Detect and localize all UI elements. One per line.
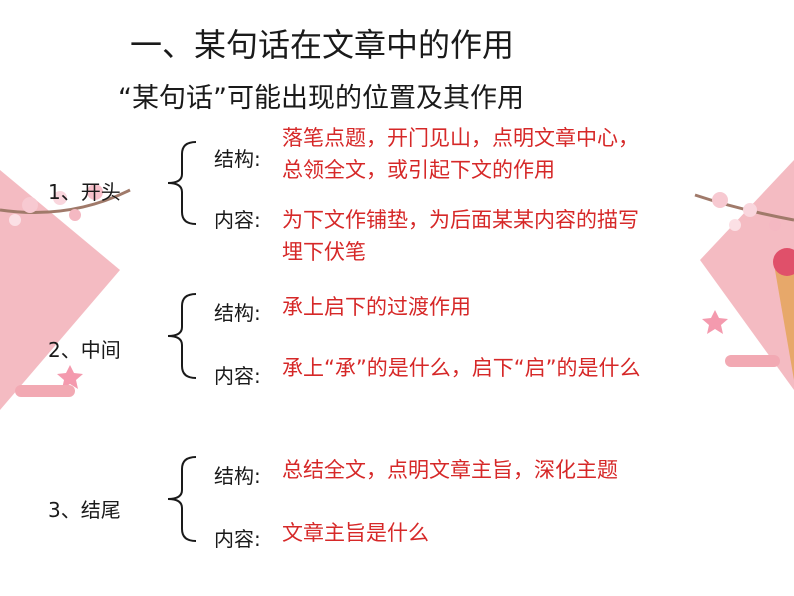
page-subtitle: “某句话”可能出现的位置及其作用 xyxy=(118,83,524,114)
right-decoration xyxy=(694,160,794,390)
flower-icon xyxy=(57,365,83,389)
ice-cream-icon xyxy=(775,270,794,380)
page-title: 一、某句话在文章中的作用 xyxy=(130,26,515,64)
content-text: 为下文作铺垫，为后面某某内容的描写 埋下伏笔 xyxy=(282,208,639,264)
content-label: 内容: xyxy=(214,208,261,232)
pink-fan-shape xyxy=(0,170,120,410)
structure-text: 承上启下的过渡作用 xyxy=(282,295,471,319)
content-label: 内容: xyxy=(214,364,261,388)
left-decoration xyxy=(0,170,131,410)
curly-brace-icon xyxy=(167,456,197,542)
content-text: 文章主旨是什么 xyxy=(282,521,429,545)
curly-brace-icon xyxy=(167,293,197,379)
pink-fan-shape xyxy=(700,160,794,390)
flower-icon xyxy=(702,310,728,334)
structure-text: 落笔点题，开门见山，点明文章中心， 总领全文，或引起下文的作用 xyxy=(282,126,639,182)
content-text: 承上“承”的是什么，启下“启”的是什么 xyxy=(282,356,641,380)
section-label: 2、中间 xyxy=(48,338,121,362)
curly-brace-icon xyxy=(167,141,197,225)
section-label: 1、开头 xyxy=(48,180,121,204)
structure-text: 总结全文，点明文章主旨，深化主题 xyxy=(282,458,618,482)
section-label: 3、结尾 xyxy=(48,498,121,522)
content-label: 内容: xyxy=(214,527,261,551)
structure-label: 结构: xyxy=(214,464,261,488)
structure-label: 结构: xyxy=(214,301,261,325)
structure-label: 结构: xyxy=(214,147,261,171)
